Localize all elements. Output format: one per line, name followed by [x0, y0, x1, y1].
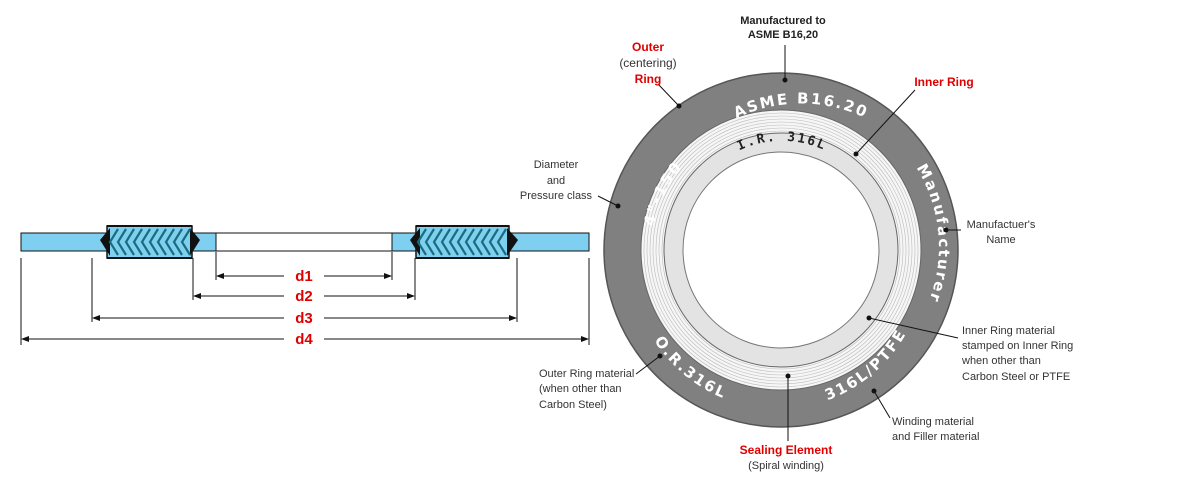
- label-inner-ring: Inner Ring: [914, 75, 973, 89]
- bore: [682, 151, 880, 349]
- dim-d4-label: d4: [295, 331, 313, 348]
- label-sealing-sub: (Spiral winding): [748, 460, 824, 472]
- dim-d1-label: d1: [295, 268, 313, 285]
- label-ir-material-2: stamped on Inner Ring: [962, 340, 1073, 352]
- label-diameter-1: Diameter: [534, 159, 579, 171]
- section-outer-ring-right: [507, 232, 590, 252]
- label-ir-material-3: when other than: [961, 355, 1041, 367]
- label-diameter-3: Pressure class: [520, 190, 593, 202]
- label-manufacturer-name-1: Manufactuer's: [967, 219, 1036, 231]
- dim-d2: d2: [193, 288, 415, 305]
- label-outer-ring-2: (centering): [619, 56, 676, 70]
- label-manufactured-2: ASME B16,20: [748, 29, 818, 41]
- dim-d3: d3: [92, 310, 517, 327]
- label-manufactured-1: Manufactured to: [740, 15, 826, 27]
- label-outer-ring-3: Ring: [635, 72, 662, 86]
- dim-d1: d1: [216, 268, 392, 285]
- winding-lines: [643, 112, 919, 388]
- label-or-material-3: Carbon Steel): [539, 399, 607, 411]
- label-outer-ring-1: Outer: [632, 40, 664, 54]
- label-winding-material-1: Winding material: [892, 416, 974, 428]
- section-winding-right: [410, 225, 518, 259]
- dimension-lines: d1 d2 d3 d4: [20, 252, 590, 348]
- section-bore: [215, 232, 393, 252]
- label-or-material-1: Outer Ring material: [539, 368, 634, 380]
- dim-d4: d4: [21, 331, 589, 348]
- section-winding-left: [100, 225, 200, 259]
- callout-labels: Manufactured to ASME B16,20 Outer (cente…: [520, 15, 1073, 472]
- section-outer-ring-left: [20, 232, 108, 252]
- leaders: [597, 45, 961, 441]
- cross-section: [20, 225, 590, 259]
- dim-d3-label: d3: [295, 310, 313, 327]
- label-diameter-2: and: [547, 175, 565, 187]
- label-manufacturer-name-2: Name: [986, 234, 1015, 246]
- label-winding-material-2: and Filler material: [892, 431, 979, 443]
- gasket-front-view: ASME B16.20 4"-150 Manufacturer O.R.316L…: [603, 72, 959, 428]
- label-ir-material-1: Inner Ring material: [962, 325, 1055, 337]
- label-ir-material-4: Carbon Steel or PTFE: [962, 371, 1070, 383]
- dim-d2-label: d2: [295, 288, 313, 305]
- label-or-material-2: (when other than: [539, 383, 622, 395]
- label-sealing-element: Sealing Element: [740, 443, 833, 457]
